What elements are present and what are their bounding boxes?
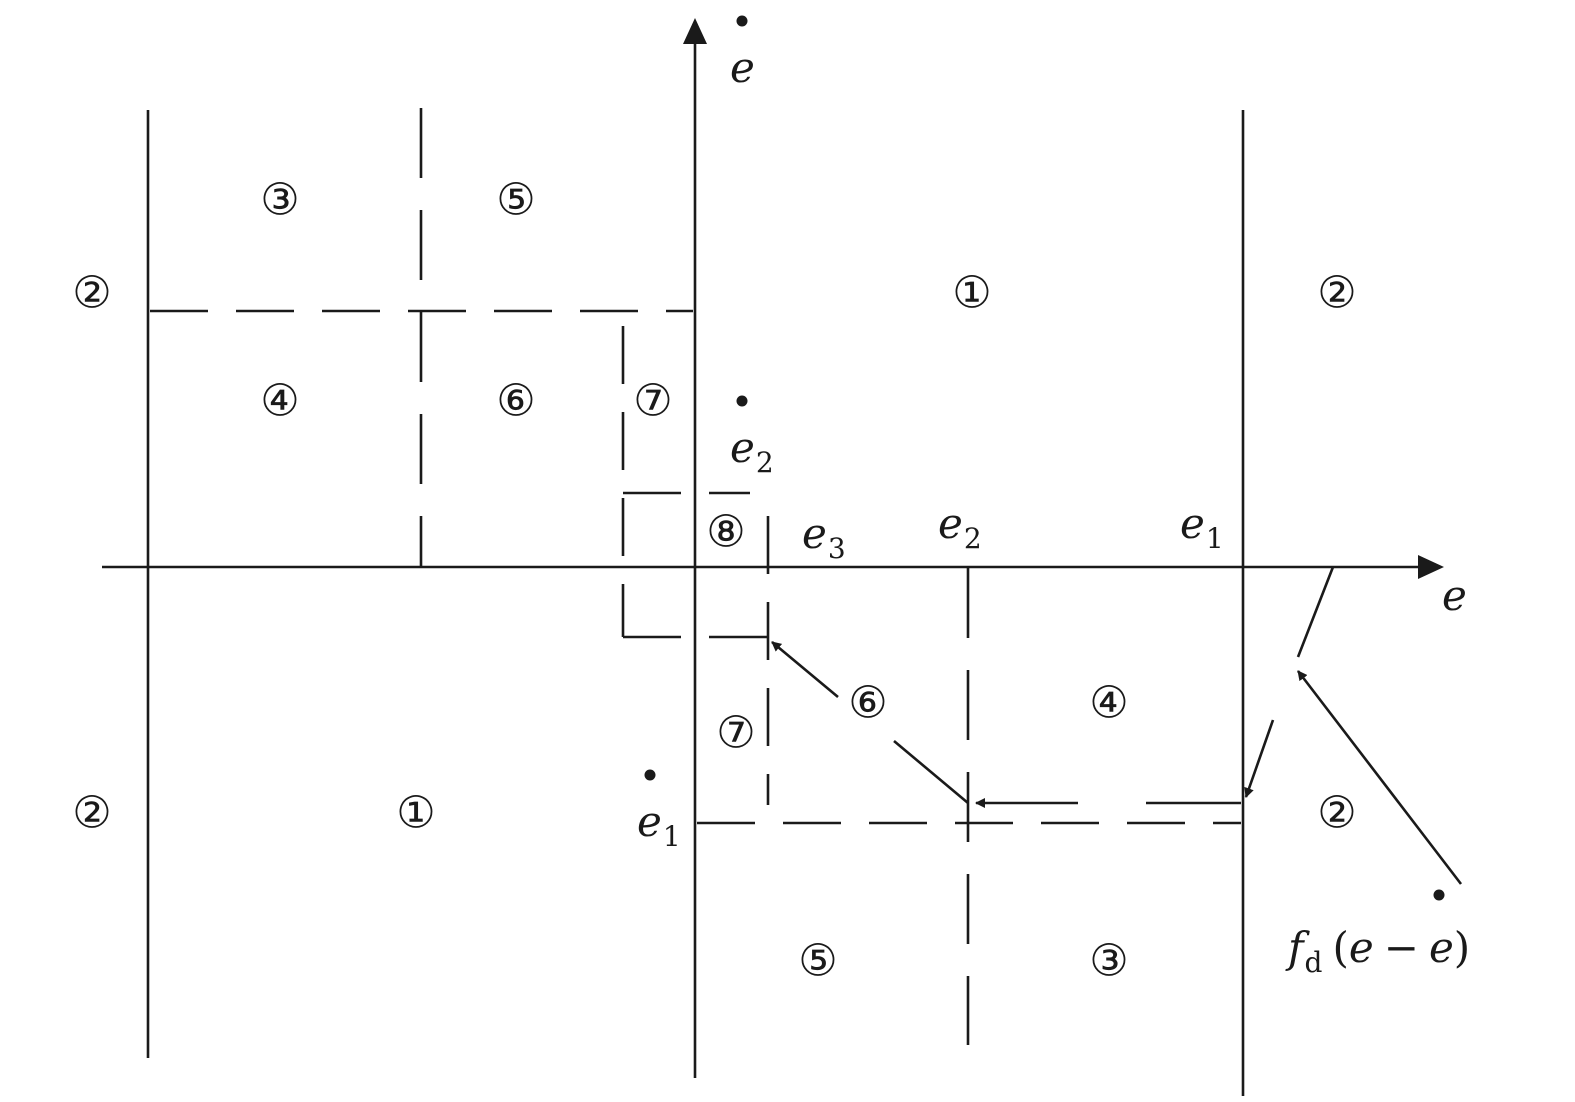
region-label-5-bottom: ⑤ xyxy=(798,936,837,987)
y-dot-label-e2: e2 xyxy=(730,423,774,479)
y-axis-arrow-icon xyxy=(683,18,707,44)
trajectory-segment-1 xyxy=(1296,670,1463,885)
region-label-3-bottom-right: ③ xyxy=(1089,936,1128,987)
lower-e1-dot xyxy=(644,769,656,781)
trajectory-segment-3 xyxy=(1244,719,1275,798)
region-label-2-top-right: ② xyxy=(1317,268,1356,319)
y-axis-label: e xyxy=(730,43,755,92)
region-label-5-top: ⑤ xyxy=(496,175,535,226)
function-label-dot xyxy=(1433,889,1445,901)
region-label-2-bottom-left: ② xyxy=(72,788,111,839)
upper-e2-dot xyxy=(736,395,748,407)
region-label-3-top-left: ③ xyxy=(260,175,299,226)
region-label-2-top-left: ② xyxy=(72,268,111,319)
x-axis-label: e xyxy=(1442,571,1467,620)
tick-label-e1: e1 xyxy=(1180,499,1224,555)
region-label-8: ⑧ xyxy=(706,507,745,558)
region-label-4-top-left: ④ xyxy=(260,376,299,427)
region-label-6-bottom: ⑥ xyxy=(848,678,887,729)
region-label-1-bottom-left: ① xyxy=(396,788,435,839)
region-label-4-bottom-right: ④ xyxy=(1089,678,1128,729)
region-label-7-bottom: ⑦ xyxy=(716,708,755,759)
region-label-1-top-right: ① xyxy=(952,268,991,319)
region-label-6-top: ⑥ xyxy=(496,376,535,427)
x-axis-arrow-icon xyxy=(1418,555,1444,579)
y-dot-label-e1: e1 xyxy=(637,797,681,853)
trajectory-segment-6 xyxy=(771,641,839,698)
function-label: fd(e−e) xyxy=(1285,923,1470,979)
region-label-7-top: ⑦ xyxy=(633,376,672,427)
tick-label-e2: e2 xyxy=(938,499,982,555)
trajectory-segment-5 xyxy=(893,740,969,804)
y-axis-label-dot xyxy=(736,15,748,27)
region-label-2-bottom-right: ② xyxy=(1317,788,1356,839)
tick-label-e3: e3 xyxy=(802,509,846,565)
trajectory-segment-2 xyxy=(1296,566,1335,658)
